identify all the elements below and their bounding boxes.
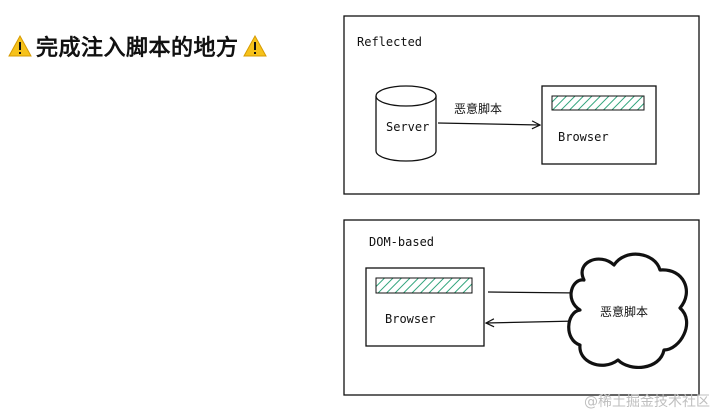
server-label: Server (386, 120, 429, 134)
warning-icon (8, 35, 32, 57)
reflected-browser-address-bar (551, 95, 645, 111)
dom-based-arrow-right (487, 292, 580, 293)
malicious-script-cloud (567, 252, 689, 369)
warning-icon (242, 35, 267, 57)
reflected-browser-label: Browser (558, 130, 609, 144)
dom-based-arrow-left (486, 321, 579, 323)
server-cylinder (375, 85, 437, 162)
page-title-text: 完成注入脚本的地方 (36, 36, 239, 61)
reflected-arrow (437, 123, 540, 125)
reflected-arrow-label: 恶意脚本 (454, 101, 502, 116)
watermark: @稀土掘金技术社区 (584, 394, 710, 410)
reflected-label: Reflected (357, 35, 422, 49)
reflected-frame (343, 15, 700, 195)
dom-based-browser-address-bar (375, 277, 473, 294)
cloud-label: 恶意脚本 (600, 304, 648, 319)
dom-based-browser-label: Browser (385, 312, 436, 326)
dom-based-label: DOM-based (369, 235, 434, 249)
page-title: 完成注入脚本的地方 (8, 30, 267, 62)
dom-based-frame (343, 219, 700, 396)
